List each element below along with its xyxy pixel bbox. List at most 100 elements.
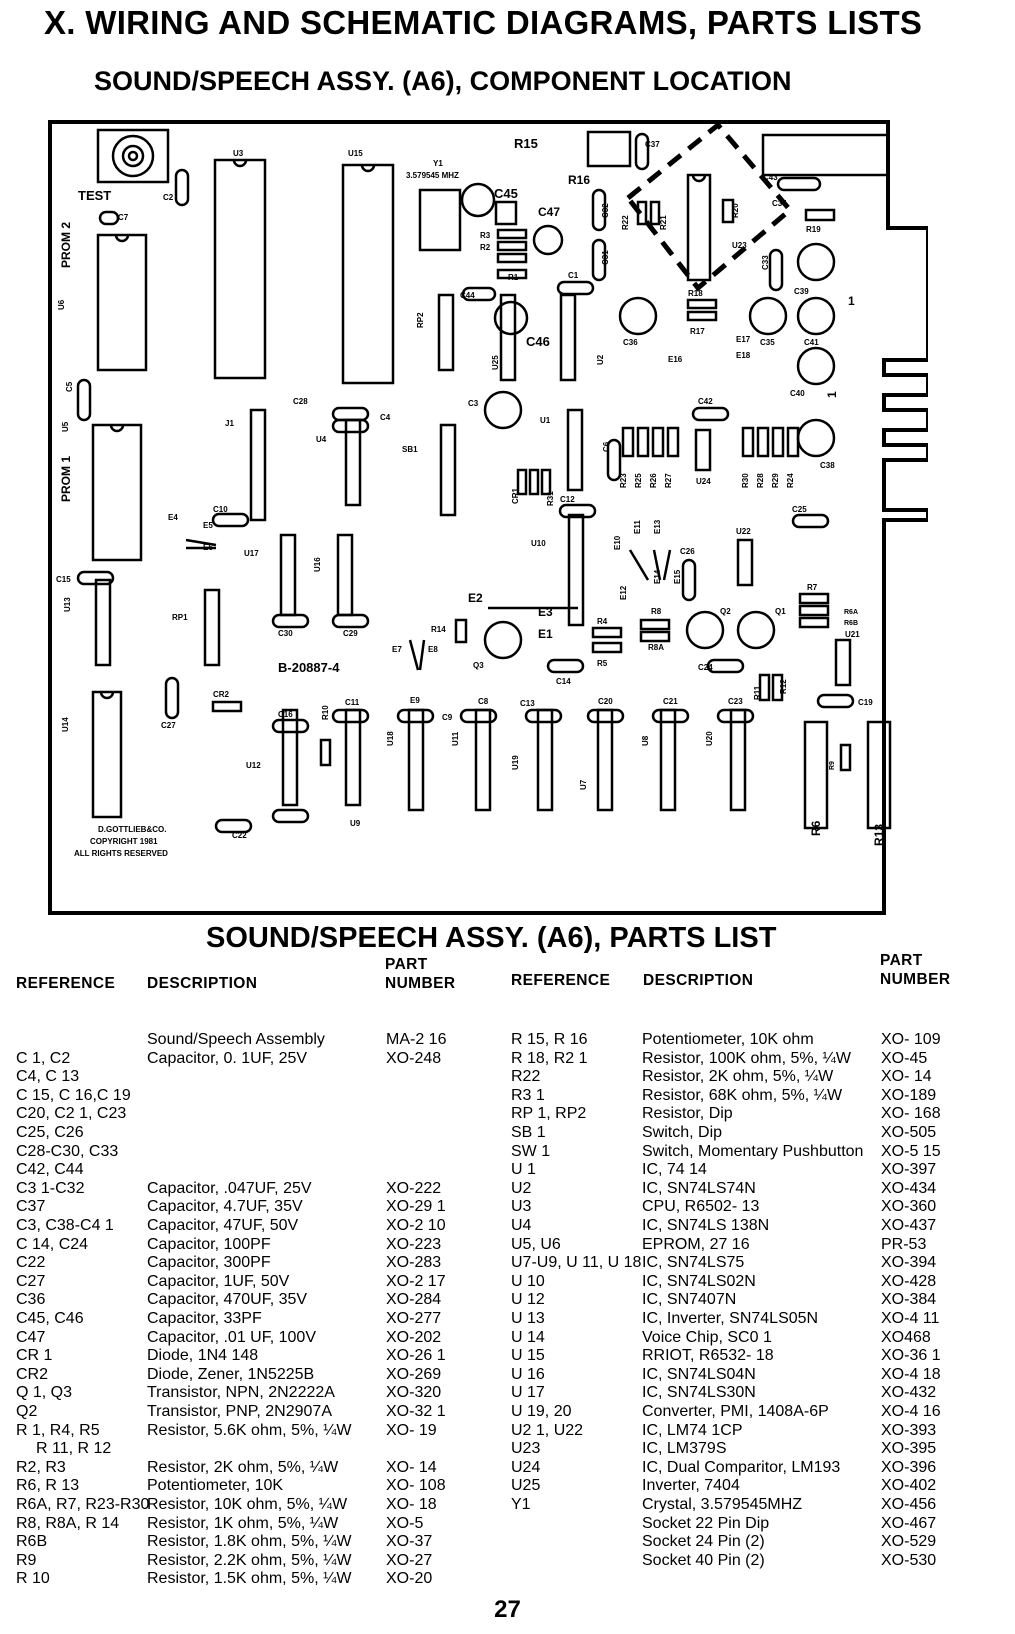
ic-u9	[344, 708, 362, 807]
component-label: C3	[468, 399, 479, 408]
component-label: C30	[278, 629, 293, 638]
description-cell: IC, SN74LS02N	[642, 1272, 756, 1290]
component-label: C24	[698, 663, 713, 672]
reference-cell: U5, U6	[511, 1235, 561, 1253]
part-number-cell: XO-402	[881, 1477, 937, 1495]
component-label: E2	[468, 591, 483, 605]
description-cell: Transistor, NPN, 2N2222A	[147, 1384, 335, 1402]
left-header-number: NUMBER	[385, 975, 456, 992]
component-label: R2	[480, 243, 491, 252]
ic-notch	[691, 174, 707, 183]
component-label: E8	[428, 645, 438, 654]
capacitor	[681, 558, 697, 602]
component-label: C13	[520, 699, 535, 708]
component-label: Q1	[775, 607, 786, 616]
component-label: E12	[619, 585, 628, 600]
right-header-number: NUMBER	[880, 971, 951, 988]
reference-cell: U7-U9, U 11, U 18	[511, 1254, 642, 1272]
component-label: R8A	[648, 643, 664, 652]
component-label: U4	[316, 435, 327, 444]
reference-cell: Y1	[511, 1496, 531, 1513]
description-cell: Resistor, 1.5K ohm, 5%, ¼W	[147, 1570, 352, 1588]
part-number-cell: XO- 109	[881, 1031, 941, 1048]
part-number-cell: XO-5 15	[881, 1142, 941, 1160]
description-cell: Resistor, 5.6K ohm, 5%, ¼W	[147, 1421, 352, 1439]
part-number-cell: XO-45	[881, 1049, 928, 1067]
potentiometer-r6	[803, 720, 829, 830]
component-label: C19	[858, 698, 873, 707]
component-label: U8	[641, 735, 650, 746]
part-number-cell: XO-202	[386, 1328, 442, 1346]
ic-u15	[341, 163, 395, 385]
component-label: R16	[568, 173, 590, 187]
description-cell: IC, SN7407N	[642, 1291, 737, 1309]
component-label: C45	[494, 186, 518, 201]
electrolytic-capacitor	[796, 242, 836, 282]
reference-cell: U4	[511, 1217, 532, 1234]
description-cell: Capacitor, 33PF	[147, 1310, 262, 1327]
reference-cell: R 1, R4, R5	[16, 1421, 100, 1439]
resistor	[771, 673, 784, 702]
description-cell: Socket 40 Pin (2)	[642, 1551, 765, 1569]
component-label: C47	[538, 205, 560, 219]
component-label: C23	[728, 697, 743, 706]
component-label: R21	[659, 215, 668, 230]
electrolytic-capacitor	[796, 418, 836, 458]
component-label: U19	[511, 755, 520, 770]
reference-cell: C20, C2 1, C23	[16, 1105, 127, 1123]
part-number-cell: XO-428	[881, 1272, 937, 1290]
component-label: D.GOTTLIEB&CO.	[98, 825, 166, 834]
ic-u10	[567, 513, 585, 627]
component-label: R6B	[844, 620, 858, 627]
component-label: U25	[491, 355, 500, 370]
part-number-cell: XO-32 1	[386, 1403, 446, 1420]
component-label: C21	[663, 697, 678, 706]
diode	[516, 468, 528, 496]
component-label: Q2	[720, 607, 731, 616]
capacitor	[768, 248, 784, 292]
component-label: C5	[65, 381, 74, 392]
parts-list-title: SOUND/SPEECH ASSY. (A6), PARTS LIST	[206, 922, 777, 954]
description-cell: Socket 22 Pin Dip	[642, 1514, 770, 1532]
reference-cell: R 11, R 12	[36, 1440, 112, 1458]
part-number-cell: XO-189	[881, 1086, 937, 1104]
resistor	[666, 426, 680, 458]
resistor	[686, 298, 718, 310]
component-label: U16	[313, 557, 322, 572]
diagram-subtitle: SOUND/SPEECH ASSY. (A6), COMPONENT LOCAT…	[94, 66, 792, 96]
description-cell: IC, SN74LS04N	[642, 1365, 756, 1383]
component-label: C8	[478, 697, 489, 706]
ic-j1	[249, 408, 267, 522]
component-label: E11	[633, 520, 642, 534]
resistor	[756, 426, 770, 458]
component-label: E3	[538, 605, 553, 619]
reference-cell: R8, R8A, R 14	[16, 1514, 120, 1532]
resistor	[639, 630, 671, 643]
description-cell: Resistor, 10K ohm, 5%, ¼W	[147, 1496, 348, 1513]
component-label: C4	[380, 413, 391, 422]
reference-cell: Q 1, Q3	[16, 1384, 73, 1402]
component-label: C15	[56, 575, 71, 584]
description-cell: IC, SN74LS 138N	[642, 1217, 770, 1234]
component-label: 3.579545 MHZ	[406, 171, 459, 180]
part-number-cell: XO-4 18	[881, 1365, 941, 1383]
component-label: C12	[560, 495, 575, 504]
reference-cell: Q2	[16, 1403, 38, 1420]
capacitor	[271, 613, 310, 629]
reference-cell: R 10	[16, 1570, 50, 1588]
right-header-description: DESCRIPTION	[643, 972, 754, 989]
component-label: C6	[602, 441, 611, 452]
part-number-cell: XO-393	[881, 1421, 937, 1439]
ic-notch	[114, 234, 130, 243]
resistor	[496, 240, 528, 252]
crystal-y1	[418, 188, 462, 252]
left-header-description: DESCRIPTION	[147, 975, 258, 992]
component-label: C29	[343, 629, 358, 638]
resistor	[758, 673, 771, 702]
part-number-cell: XO-284	[386, 1291, 442, 1309]
reference-cell: C42, C44	[16, 1161, 84, 1179]
component-label: C31	[601, 250, 610, 265]
component-label: C25	[792, 505, 807, 514]
component-label: 1	[825, 391, 839, 398]
